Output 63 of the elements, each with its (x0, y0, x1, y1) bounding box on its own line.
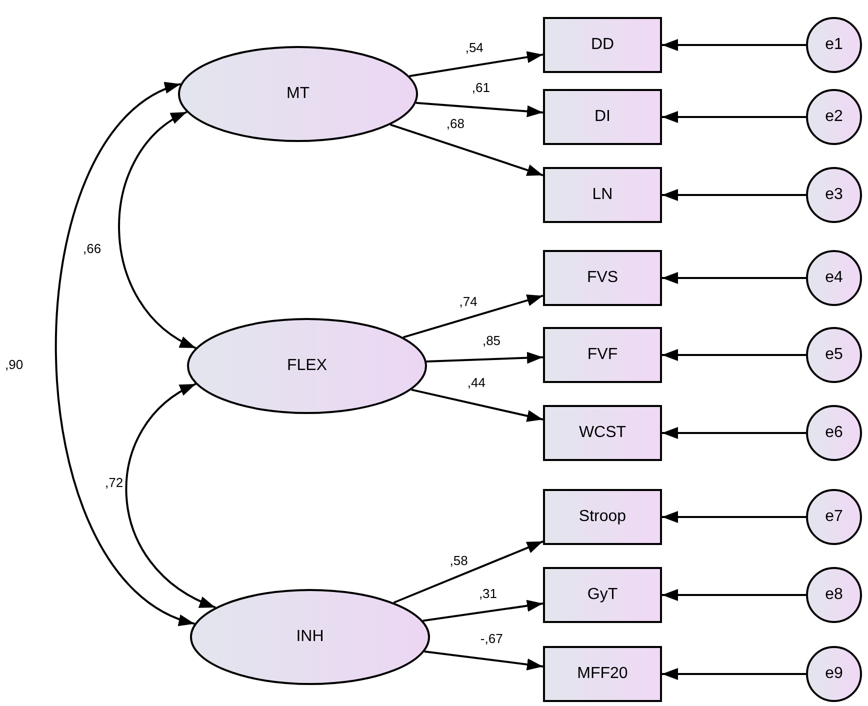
edge-label: ,31 (478, 586, 498, 600)
curved-arrow (54, 83, 196, 625)
edge-label: -,67 (479, 632, 504, 646)
edge-label: ,90 (4, 358, 24, 371)
node-label: LN (592, 185, 613, 205)
node-label: DD (590, 35, 614, 55)
node-label: e2 (825, 107, 843, 127)
node-label: MT (286, 84, 310, 104)
arrow (402, 294, 544, 338)
indicator-box (543, 17, 662, 73)
arrow (662, 427, 806, 439)
arrow (662, 111, 806, 123)
arrow (662, 39, 806, 51)
indicator-box (543, 646, 662, 702)
node-label: WCST (578, 423, 626, 443)
node-label: Stroop (578, 507, 626, 527)
arrow (409, 51, 544, 78)
arrow (422, 600, 544, 622)
edge-label: ,61 (470, 81, 491, 94)
node-label: FVF (587, 345, 618, 365)
arrow (662, 589, 806, 601)
node-label: GyT (587, 585, 618, 605)
indicator-box (543, 89, 662, 145)
node-label: FVS (586, 268, 618, 288)
arrow (662, 511, 806, 523)
indicator-box (543, 327, 662, 383)
indicator-box (543, 567, 662, 623)
node-label: MFF20 (577, 664, 628, 684)
indicator-box (543, 250, 662, 306)
node-label: e6 (825, 423, 843, 443)
arrow (390, 124, 544, 176)
indicator-box (543, 167, 662, 223)
edge-label: ,54 (464, 41, 484, 54)
edge-label: ,74 (458, 294, 478, 308)
curved-arrow (118, 111, 196, 349)
node-label: DI (594, 107, 610, 127)
arrow (426, 352, 544, 364)
node-label: e5 (825, 345, 843, 365)
node-label: e9 (825, 664, 843, 684)
arrow (424, 650, 544, 670)
edge-label: ,44 (466, 376, 486, 390)
indicator-box (543, 489, 662, 545)
node-label: INH (296, 627, 324, 647)
arrow (411, 388, 544, 422)
node-label: e7 (825, 507, 843, 527)
arrow (662, 189, 806, 201)
arrow (662, 272, 806, 284)
arrow (393, 540, 544, 604)
arrow (662, 349, 806, 361)
edge-label: ,68 (445, 116, 466, 130)
edge-label: ,85 (481, 334, 502, 346)
arrow (416, 102, 544, 118)
edge-label: ,72 (104, 476, 124, 489)
indicator-box (543, 405, 662, 461)
edge-label: ,66 (82, 242, 102, 255)
arrow (662, 668, 806, 680)
edge-label: ,58 (448, 554, 469, 568)
node-label: e4 (825, 268, 843, 288)
node-label: e3 (825, 185, 843, 205)
curved-arrow (125, 383, 216, 608)
node-label: e8 (825, 585, 843, 605)
node-label: e1 (825, 35, 843, 55)
node-label: FLEX (286, 356, 327, 376)
